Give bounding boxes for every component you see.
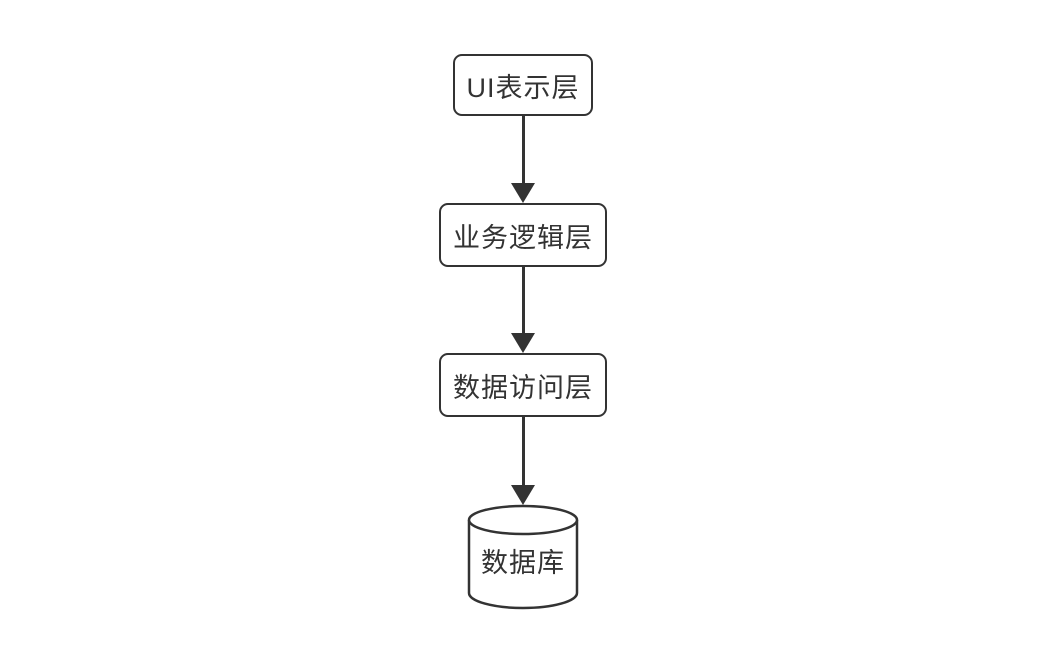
arrow-line	[521, 116, 525, 183]
arrow-down-icon	[511, 485, 535, 505]
node-ui-presentation-layer: UI表示层	[453, 54, 593, 116]
arrow-line	[521, 267, 525, 333]
node-label: UI表示层	[466, 72, 580, 103]
database-cylinder-icon	[467, 504, 579, 610]
node-label: 数据库	[481, 548, 565, 578]
connector-arrow-data-access-to-database	[511, 417, 535, 505]
node-label: 业务逻辑层	[453, 222, 593, 253]
arrow-line	[521, 417, 525, 485]
node-business-logic-layer: 业务逻辑层	[439, 203, 607, 267]
arrow-down-icon	[511, 333, 535, 353]
arrow-down-icon	[511, 183, 535, 203]
node-database: 数据库	[467, 503, 579, 610]
connector-arrow-ui-to-business	[511, 116, 535, 203]
connector-arrow-business-to-data-access	[511, 267, 535, 353]
node-data-access-layer: 数据访问层	[439, 353, 607, 417]
node-label: 数据访问层	[453, 372, 593, 403]
